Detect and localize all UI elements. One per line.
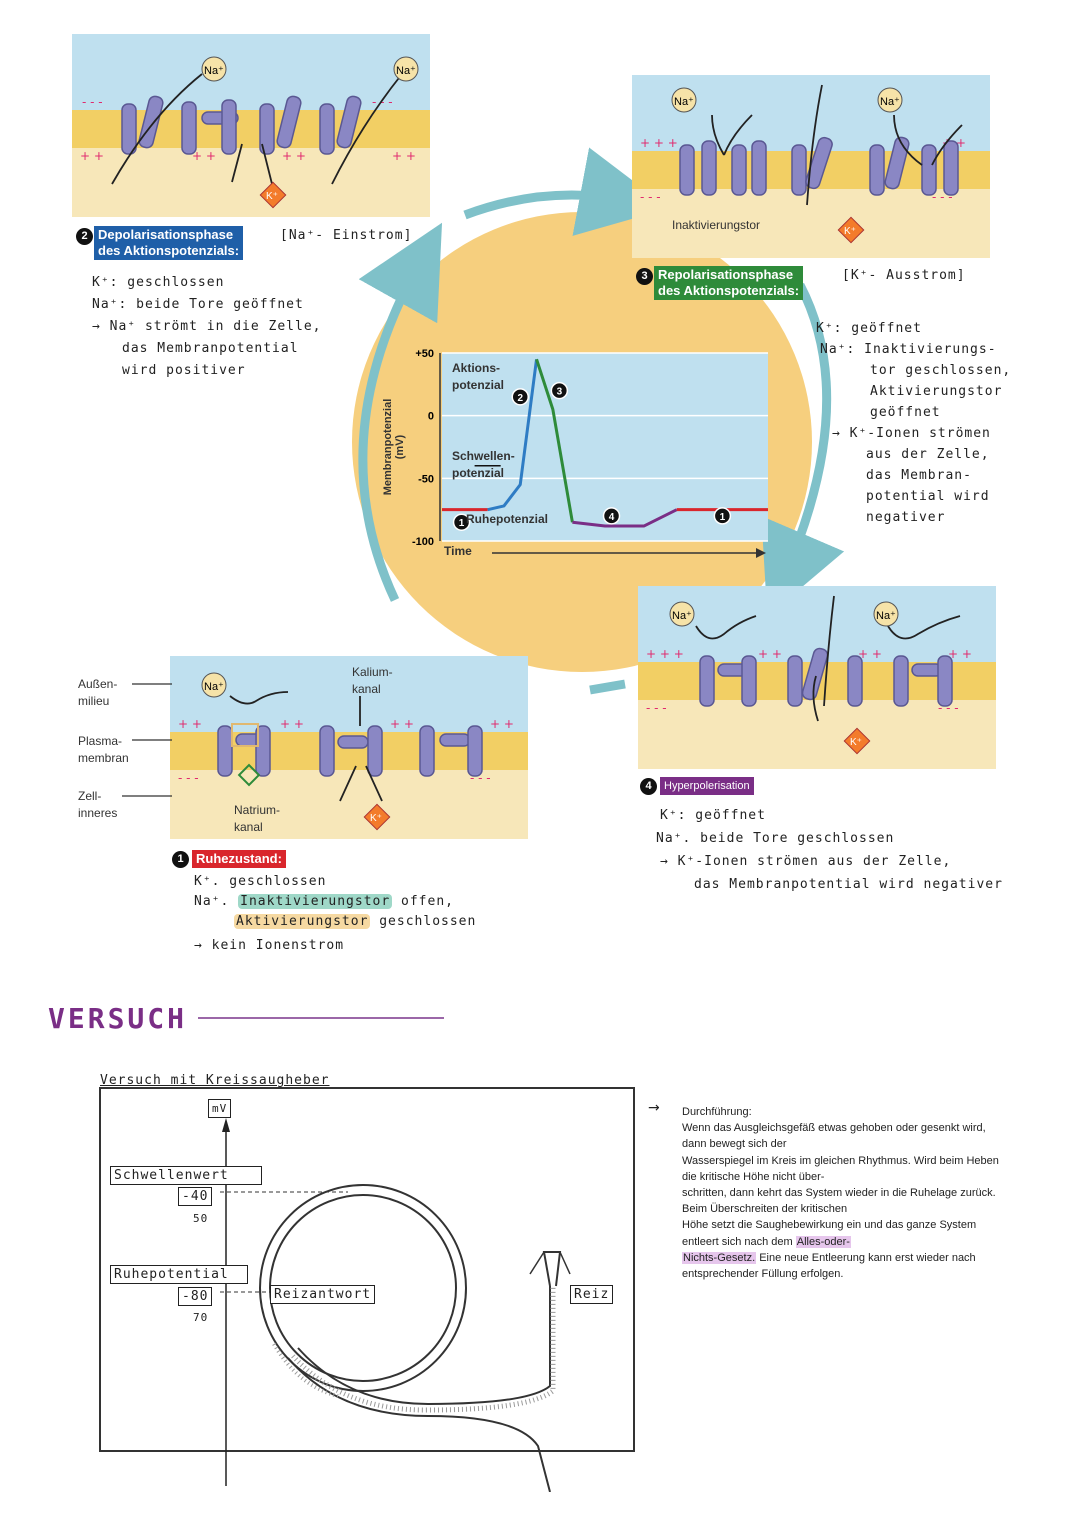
- phase-marker-1: 1: [452, 513, 471, 531]
- rest-panel: + ++ ++ ++ + - - -- - - Na⁺ K⁺ Kalium- k…: [170, 656, 528, 839]
- hyperpolarization-title: Hyperpolerisation: [660, 777, 754, 795]
- svg-text:2: 2: [517, 393, 523, 404]
- rest-title: Ruhezustand:: [192, 850, 286, 868]
- versuch-subtitle: Versuch mit Kreissaugheber: [100, 1073, 330, 1088]
- axis-unit-box: mV: [208, 1099, 232, 1118]
- sodium-channel-label: Natrium- kanal: [234, 803, 281, 834]
- svg-text:+ +: + +: [490, 717, 514, 731]
- rest-notes: K⁺. geschlossen Na⁺. Inaktivierungstor o…: [194, 874, 477, 953]
- stimulus-box: Reiz: [570, 1285, 614, 1304]
- svg-text:+ + +: + + +: [646, 647, 684, 661]
- threshold-value-box: -40: [178, 1187, 213, 1206]
- svg-text:- - -: - - -: [178, 771, 199, 785]
- cell-interior-label: Zell- inneres: [78, 789, 118, 820]
- phase-marker-2: 2: [511, 388, 529, 406]
- experiment-description: Durchführung: Wenn das Ausgleichsgefäß e…: [682, 1106, 999, 1281]
- svg-text:K⁺: K⁺: [370, 813, 382, 824]
- svg-text:- - -: - - -: [646, 701, 667, 715]
- phase-marker-1: 1: [713, 507, 732, 525]
- chart-ylabel: Membranpotenzial (mV): [382, 398, 406, 496]
- depolarization-title: Depolarisationsphase des Aktionspotenzia…: [94, 226, 244, 260]
- svg-text:4: 4: [609, 512, 615, 523]
- resting-box: Ruhepotential: [110, 1265, 248, 1284]
- siphon-figure: [98, 1086, 638, 1493]
- svg-text:+ +: + +: [282, 149, 306, 163]
- y-tick-label: -50: [418, 473, 434, 485]
- repolarization-bracket: [K⁺- Ausstrom]: [842, 268, 966, 283]
- svg-text:K⁺: K⁺: [844, 226, 856, 237]
- series-phase-3: [535, 358, 574, 523]
- svg-text:+ +: + +: [390, 717, 414, 731]
- phase-marker-3: 3: [550, 381, 569, 400]
- svg-text:K⁺: K⁺: [266, 191, 278, 202]
- resting-value2: 70: [193, 1311, 209, 1324]
- versuch-divider: [198, 1017, 444, 1019]
- plasma-membrane-label: Plasma- membran: [78, 734, 129, 765]
- phase-2-badge: 2: [76, 228, 93, 245]
- svg-text:Na⁺: Na⁺: [204, 681, 224, 693]
- svg-text:3: 3: [557, 387, 563, 398]
- threshold-annotation: Schwellen- potenzial: [452, 449, 515, 480]
- resting-annotation: Ruhepotenzial: [466, 512, 549, 526]
- description-arrow: →: [648, 1100, 660, 1116]
- svg-text:1: 1: [459, 518, 465, 529]
- ap-chart-svg: +50 0 -50 -100 1 2 3 4 1: [412, 348, 768, 558]
- svg-text:Na⁺: Na⁺: [672, 610, 692, 622]
- svg-text:- - -: - - -: [372, 95, 393, 109]
- svg-text:+ +: + +: [178, 717, 202, 731]
- svg-text:+ +: + +: [392, 149, 416, 163]
- depolarization-notes: K⁺: geschlossen Na⁺: beide Tore geöffnet…: [92, 275, 322, 378]
- svg-text:+ +: + +: [192, 149, 216, 163]
- phase-3-badge: 3: [636, 268, 653, 285]
- svg-text:K⁺: K⁺: [850, 737, 862, 748]
- svg-text:Na⁺: Na⁺: [880, 96, 900, 108]
- threshold-box: Schwellenwert: [110, 1166, 262, 1185]
- response-box: Reizantwort: [270, 1285, 376, 1304]
- depolarization-panel: - - - - - - + + + + + + + + Na⁺ Na⁺ K⁺: [72, 34, 430, 217]
- y-tick-label: +50: [415, 348, 434, 360]
- repolarization-notes: K⁺: geöffnet Na⁺: Inaktivierungs- tor ge…: [816, 321, 1012, 525]
- threshold-value2: 50: [193, 1212, 209, 1225]
- svg-text:+ +: + +: [948, 647, 972, 661]
- svg-text:+ +: + +: [758, 647, 782, 661]
- depolarization-bracket: [Na⁺- Einstrom]: [280, 228, 413, 243]
- svg-text:+ + +: + + +: [640, 136, 678, 150]
- series-phase-2: [487, 359, 539, 512]
- hyperpolarization-panel: + + ++ ++ ++ + - - -- - - Na⁺ Na⁺ K⁺: [638, 586, 996, 769]
- phase-4-badge: 4: [640, 778, 657, 795]
- na-ion-label: Na⁺: [204, 65, 224, 77]
- repolarization-panel: + + ++ + - - -- - - Na⁺ Na⁺ K⁺ Inaktivie…: [632, 75, 990, 258]
- svg-text:Na⁺: Na⁺: [876, 610, 896, 622]
- svg-text:1: 1: [720, 512, 726, 523]
- svg-text:Na⁺: Na⁺: [396, 65, 416, 77]
- y-tick-label: -100: [412, 536, 434, 548]
- svg-text:+ +: + +: [858, 647, 882, 661]
- inactivation-gate-label: Inaktivierungstor: [672, 218, 760, 232]
- resting-value-box: -80: [178, 1287, 213, 1306]
- chart-xlabel: Time: [444, 544, 472, 558]
- svg-text:Na⁺: Na⁺: [674, 96, 694, 108]
- repolarization-title: Repolarisationsphase des Aktionspotenzia…: [654, 266, 804, 300]
- y-tick-label: 0: [428, 411, 434, 423]
- potassium-channel-label: Kalium- kanal: [352, 665, 393, 696]
- legend-lines: [122, 683, 172, 797]
- svg-text:- - -: - - -: [82, 95, 103, 109]
- outer-medium-label: Außen- milieu: [78, 677, 118, 708]
- svg-text:+ +: + +: [80, 149, 104, 163]
- hyperpolarization-notes: K⁺: geöffnet Na⁺. beide Tore geschlossen…: [656, 808, 1003, 892]
- versuch-heading: VERSUCH: [48, 1002, 188, 1035]
- svg-text:+ +: + +: [280, 717, 304, 731]
- phase-1-badge: 1: [172, 851, 189, 868]
- ap-annotation: Aktions- potenzial: [452, 361, 505, 392]
- series-phase-4: [572, 508, 678, 528]
- svg-text:- - -: - - -: [640, 190, 661, 204]
- time-arrowhead: [756, 548, 766, 558]
- phase-marker-4: 4: [602, 507, 621, 525]
